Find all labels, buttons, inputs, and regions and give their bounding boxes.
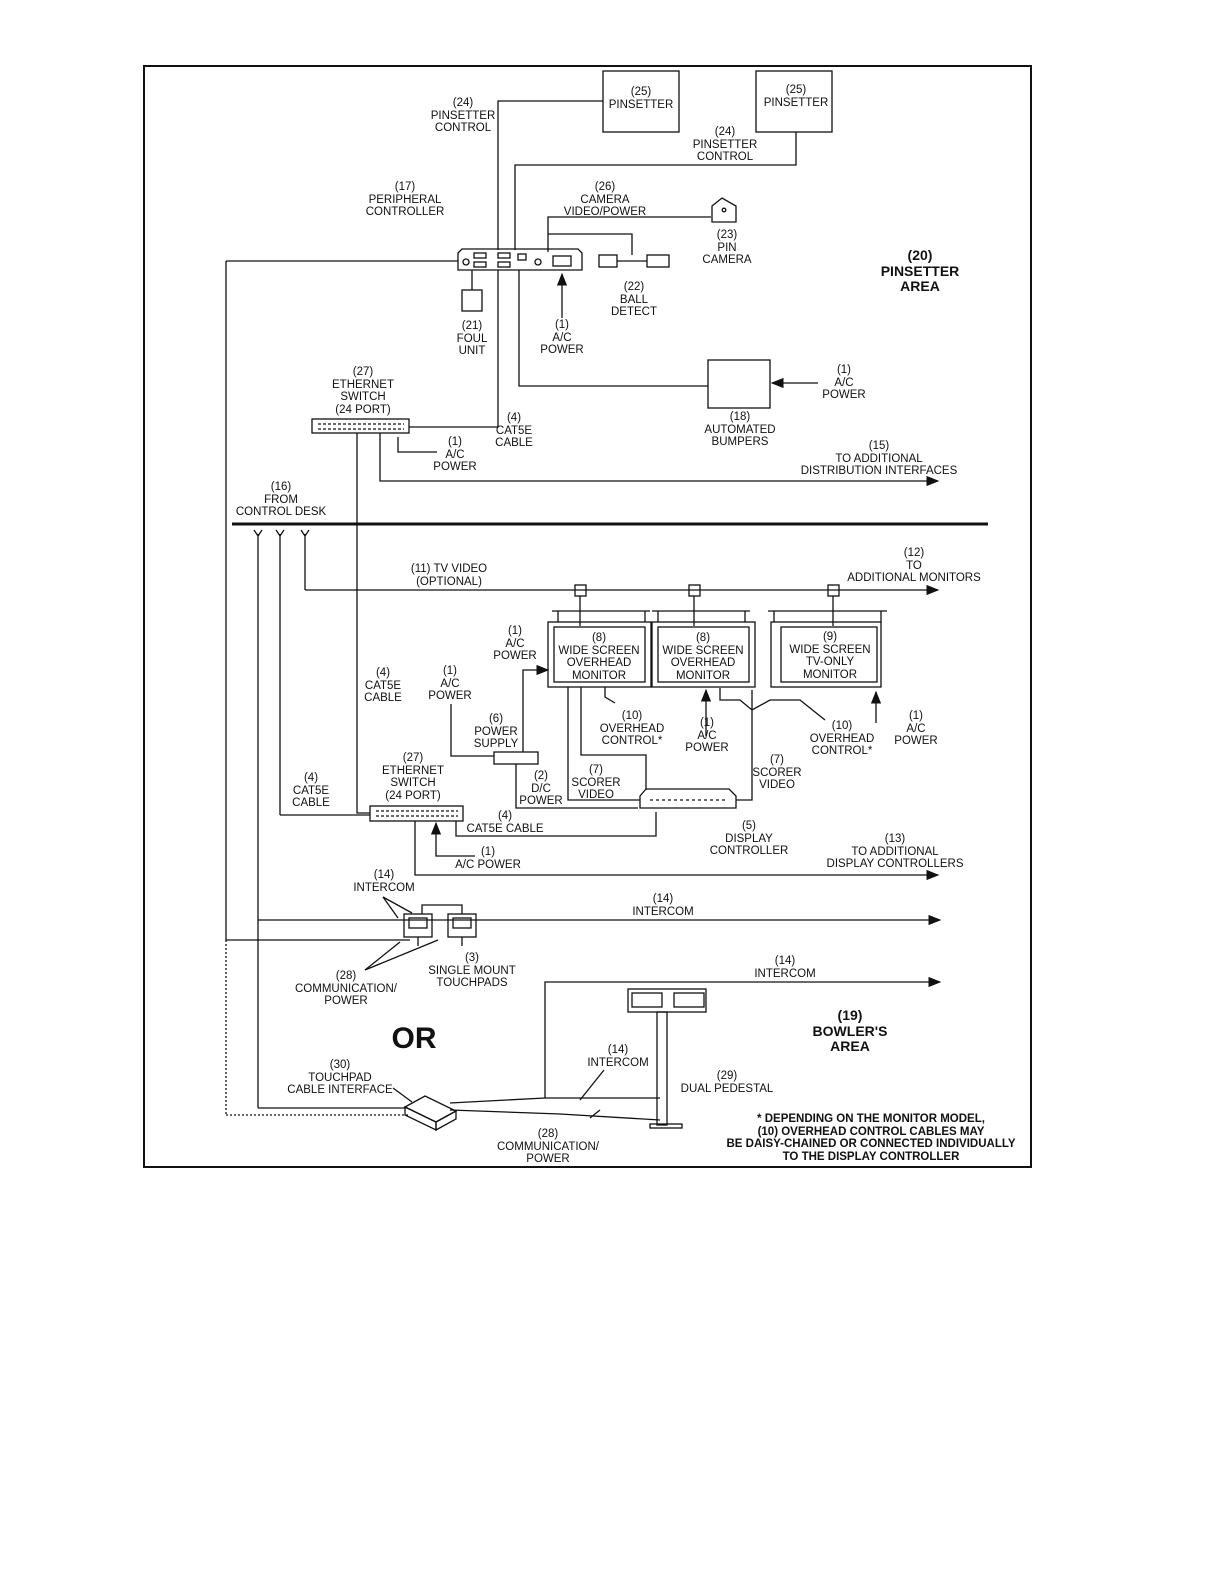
tv-video-label: (11) TV VIDEO (OPTIONAL): [410, 563, 488, 588]
scorer-video-left-label: (7) SCORER VIDEO: [571, 764, 621, 802]
ac-power-controller-label: (1) A/C POWER: [540, 319, 584, 357]
pin-camera-label: (23) PIN CAMERA: [702, 229, 752, 267]
single-mount-touchpads-label: (3) SINGLE MOUNT TOUCHPADS: [428, 952, 516, 990]
pinsetter-right-box: [755, 70, 833, 133]
power-supply-box: [493, 751, 539, 765]
additional-monitors-label: (12) TO ADDITIONAL MONITORS: [847, 547, 981, 585]
overhead-control-2-label: (10) OVERHEAD CONTROL*: [809, 720, 875, 758]
dual-pedestal-shape: [627, 988, 707, 1129]
ac-power-switch-top-label: (1) A/C POWER: [433, 436, 477, 474]
ethernet-switch-bottom-device: [369, 805, 464, 822]
scorer-video-right-label: (7) SCORER VIDEO: [752, 754, 802, 792]
diagram-frame: [143, 65, 1032, 1168]
cat5e-bottom-label: (4) CAT5E CABLE: [466, 810, 544, 835]
ball-detect-label: (22) BALL DETECT: [611, 281, 657, 319]
dual-pedestal-label: (29) DUAL PEDESTAL: [680, 1070, 774, 1095]
pinsetter-control-right-label: (24) PINSETTER CONTROL: [692, 126, 758, 164]
foul-unit-label: (21) FOUL UNIT: [456, 320, 488, 358]
or-label: OR: [391, 1022, 437, 1055]
monitor-1-label: (8) WIDE SCREEN OVERHEAD MONITOR: [558, 632, 640, 682]
from-control-desk-label: (16) FROM CONTROL DESK: [235, 481, 327, 519]
peripheral-controller-device: [457, 248, 583, 271]
monitor-3-label: (9) WIDE SCREEN TV-ONLY MONITOR: [789, 631, 871, 681]
intercom-left-label: (14) INTERCOM: [353, 869, 415, 894]
ac-power-monitor3-label: (1) A/C POWER: [894, 710, 938, 748]
foul-unit-box: [461, 289, 483, 312]
pinsetter-control-left-label: (24) PINSETTER CONTROL: [430, 97, 496, 135]
intercom-pedestal-label: (14) INTERCOM: [587, 1044, 649, 1069]
automated-bumpers-box: [707, 359, 771, 409]
cat5e-top-label: (4) CAT5E CABLE: [495, 412, 533, 450]
pinsetter-area-title: (20) PINSETTER AREA: [880, 247, 960, 294]
pinsetter-right-label: (25) PINSETTER: [763, 84, 829, 109]
peripheral-controller-label: (17) PERIPHERAL CONTROLLER: [365, 181, 445, 219]
ac-power-monitor-label: (1) A/C POWER: [493, 625, 537, 663]
additional-distribution-label: (15) TO ADDITIONAL DISTRIBUTION INTERFAC…: [800, 440, 958, 478]
cat5e-mid-label: (4) CAT5E CABLE: [364, 667, 402, 705]
cat5e-left-label: (4) CAT5E CABLE: [292, 772, 330, 810]
monitor-2-label: (8) WIDE SCREEN OVERHEAD MONITOR: [662, 632, 744, 682]
monitor-2-shape: [651, 610, 756, 688]
touchpad-cable-interface-shape: [403, 1095, 458, 1132]
overhead-control-1-label: (10) OVERHEAD CONTROL*: [599, 710, 665, 748]
monitor-3-shape: [768, 610, 887, 688]
dc-power-label: (2) D/C POWER: [519, 770, 563, 808]
intercom-mid-label: (14) INTERCOM: [632, 893, 694, 918]
bowlers-area-title: (19) BOWLER'S AREA: [812, 1007, 888, 1054]
additional-display-controllers-label: (13) TO ADDITIONAL DISPLAY CONTROLLERS: [826, 833, 964, 871]
ethernet-switch-top-label: (27) ETHERNET SWITCH (24 PORT): [332, 366, 394, 416]
communication-power-bottom-label: (28) COMMUNICATION/ POWER: [496, 1128, 600, 1166]
ac-power-bumpers-label: (1) A/C POWER: [822, 364, 866, 402]
footnote: * DEPENDING ON THE MONITOR MODEL, (10) O…: [726, 1113, 1016, 1163]
communication-power-top-label: (28) COMMUNICATION/ POWER: [294, 970, 398, 1008]
display-controller-device: [639, 788, 737, 809]
ethernet-switch-top-device: [311, 418, 410, 434]
display-controller-label: (5) DISPLAY CONTROLLER: [709, 820, 789, 858]
touchpad-cable-interface-label: (30) TOUCHPAD CABLE INTERFACE: [287, 1059, 393, 1097]
pinsetter-left-label: (25) PINSETTER: [608, 86, 674, 111]
ac-power-switch-bottom-label: (1) A/C POWER: [455, 846, 521, 871]
intercom-right-label: (14) INTERCOM: [754, 955, 816, 980]
ethernet-switch-bottom-label: (27) ETHERNET SWITCH (24 PORT): [382, 752, 444, 802]
ac-power-monitor2-label: (1) A/C POWER: [685, 717, 729, 755]
touchpad-2-shape: [447, 913, 477, 938]
ball-detect-sensor: [598, 254, 670, 268]
monitor-1-shape: [547, 610, 652, 688]
power-supply-label: (6) POWER SUPPLY: [473, 713, 519, 751]
touchpad-1-shape: [403, 913, 433, 938]
ac-power-psu-label: (1) A/C POWER: [428, 665, 472, 703]
automated-bumpers-label: (18) AUTOMATED BUMPERS: [704, 411, 776, 449]
pin-camera-shape: [711, 197, 737, 223]
camera-video-power-label: (26) CAMERA VIDEO/POWER: [563, 181, 647, 219]
